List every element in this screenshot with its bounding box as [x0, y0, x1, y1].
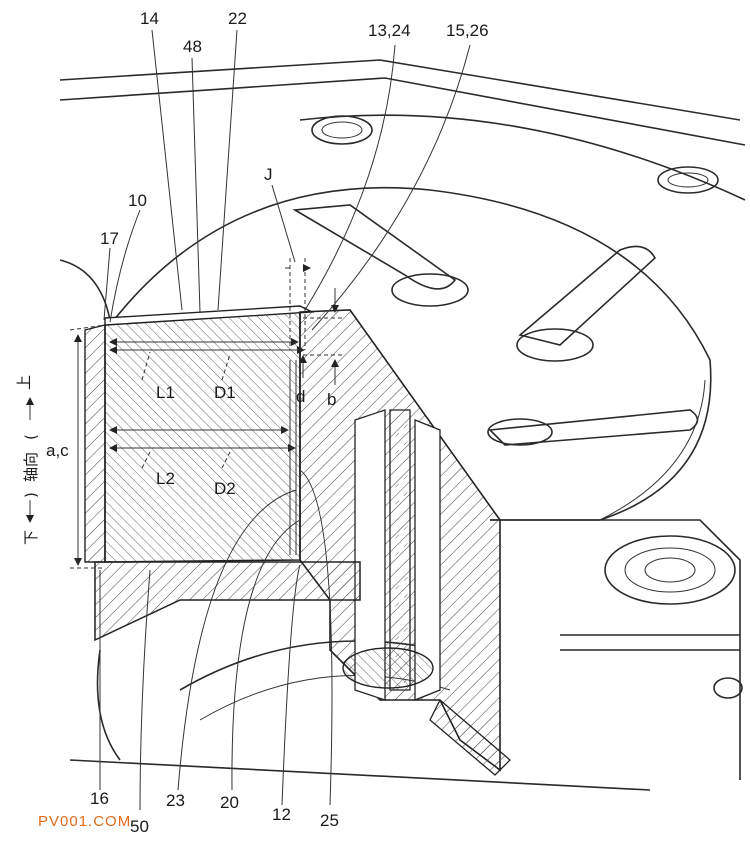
- label-16: 16: [90, 789, 109, 808]
- magnet-section: [84, 305, 315, 563]
- label-L2: L2: [156, 469, 175, 488]
- label-15-26: 15,26: [446, 21, 489, 40]
- label-J: J: [264, 165, 273, 184]
- axis-down-label: 下: [22, 530, 40, 545]
- watermark: PV001.COM: [38, 813, 131, 830]
- label-b: b: [327, 390, 336, 409]
- label-D1: D1: [214, 383, 236, 402]
- label-13-24: 13,24: [368, 21, 411, 40]
- label-22: 22: [228, 9, 247, 28]
- axis-up-label: 上: [15, 375, 33, 390]
- axial-direction-indicator: 上 ) 轴向 ( 下: [15, 375, 40, 545]
- label-25: 25: [320, 811, 339, 830]
- axis-paren-open: ): [22, 492, 40, 498]
- label-17: 17: [100, 229, 119, 248]
- axis-axial-label: 轴向: [22, 452, 40, 482]
- label-48: 48: [183, 37, 202, 56]
- shaft-section: [94, 309, 511, 776]
- label-10: 10: [128, 191, 147, 210]
- label-D2: D2: [214, 479, 236, 498]
- label-14: 14: [140, 9, 159, 28]
- label-12: 12: [272, 805, 291, 824]
- label-20: 20: [220, 793, 239, 812]
- part-labels: 14 22 48 13,24 15,26 J 10 17 L1 D1 d b a…: [46, 9, 489, 836]
- label-d: d: [296, 387, 305, 406]
- leader-lines: [99, 29, 471, 811]
- label-a-c: a,c: [46, 441, 69, 460]
- label-50: 50: [130, 817, 149, 836]
- label-23: 23: [166, 791, 185, 810]
- label-L1: L1: [156, 383, 175, 402]
- dimension-lines: [69, 258, 345, 569]
- rotor-disc: [109, 186, 712, 521]
- housing-plate: [59, 59, 746, 201]
- axis-paren-close: (: [22, 434, 40, 440]
